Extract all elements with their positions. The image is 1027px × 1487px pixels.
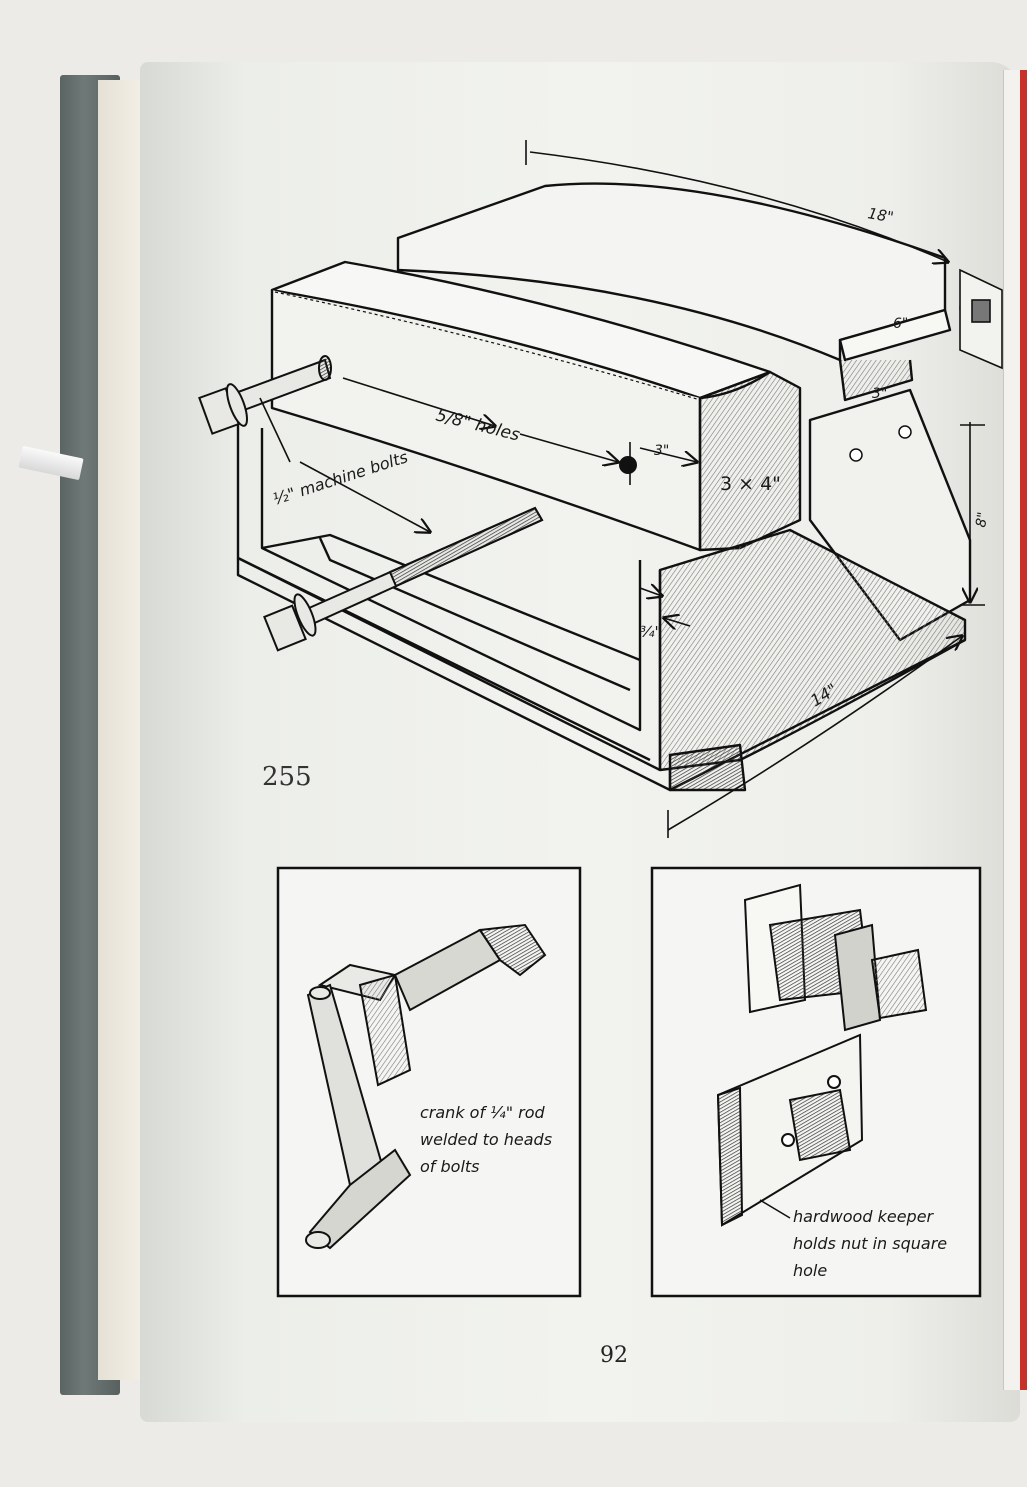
dimension-lines — [259, 140, 985, 838]
caption-crank-line-1: crank of ¼" rod — [420, 1103, 546, 1122]
label-side-3: 3" — [872, 386, 887, 402]
nut-plate-inset — [959, 268, 1003, 370]
label-machine-bolts: ½" machine bolts — [270, 447, 410, 509]
detail-keeper-box: hardwood keeper holds nut in square hole — [650, 866, 982, 1298]
machine-bolt-lower — [263, 506, 544, 652]
label-bolt-spacing-3: 3" — [654, 443, 669, 459]
facing-page-edge — [1003, 70, 1027, 1390]
caption-keeper-line-1: hardwood keeper — [793, 1207, 935, 1226]
figure-number: 255 — [262, 762, 312, 792]
caption-crank-line-2: welded to heads — [420, 1130, 552, 1149]
red-edge-stripe — [1020, 70, 1027, 1390]
label-thickness: ¾" — [640, 623, 661, 641]
bolt-hole — [619, 456, 637, 474]
label-length-18: 18" — [866, 204, 895, 226]
detail-crank-box: crank of ¼" rod welded to heads of bolts — [276, 866, 582, 1298]
machine-bolt-upper — [198, 355, 332, 435]
label-width-6: 6" — [893, 316, 908, 332]
caption-keeper-line-3: hole — [793, 1261, 827, 1280]
page-number: 92 — [600, 1343, 628, 1368]
vise-main-drawing — [236, 182, 972, 792]
label-height-8: 8" — [973, 511, 991, 529]
caption-crank-line-3: of bolts — [420, 1157, 480, 1176]
caption-keeper-line-2: holds nut in square — [793, 1234, 947, 1253]
label-jaw-size: 3 × 4" — [720, 473, 781, 495]
